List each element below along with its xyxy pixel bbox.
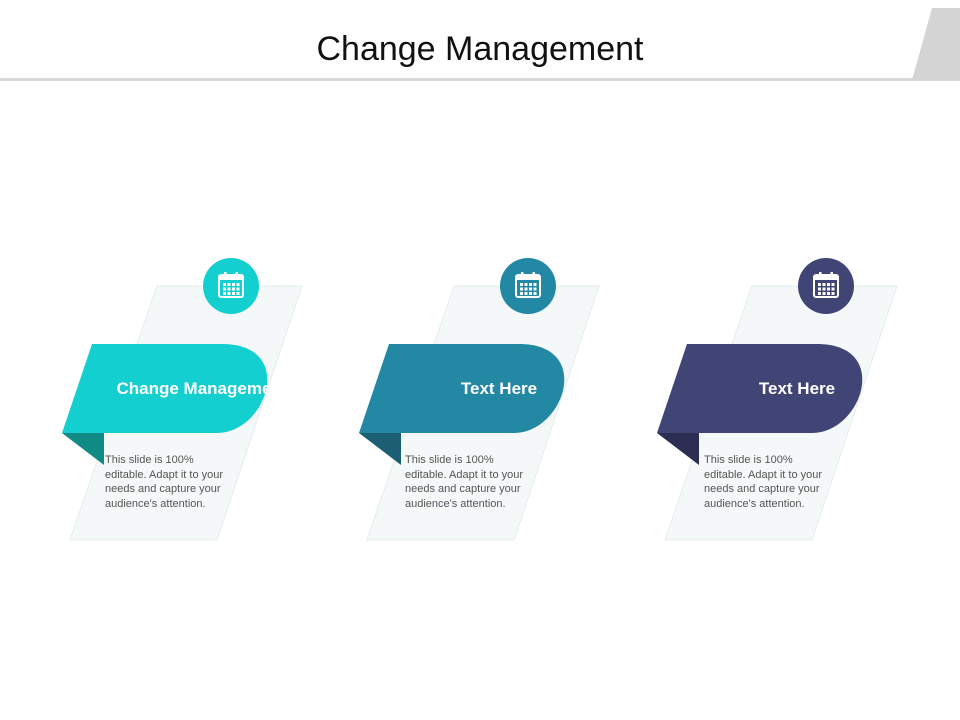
slide-title: Change Management	[316, 30, 644, 68]
card-fold	[62, 433, 104, 465]
header-rule	[0, 78, 960, 81]
card-banner	[62, 344, 268, 433]
card-fold	[657, 433, 699, 465]
card-description: This slide is 100% editable. Adapt it to…	[405, 454, 524, 510]
card-banner	[657, 344, 863, 433]
card-shape	[62, 285, 303, 541]
card-icon-circle	[500, 258, 556, 314]
card-banner	[359, 344, 565, 433]
card-text-here-1: Text Here This slide is 100% editable. A…	[359, 250, 659, 550]
card-label: Change Management	[116, 378, 288, 398]
calendar-icon	[218, 272, 244, 298]
card-shape	[657, 285, 898, 541]
card-icon-circle	[203, 258, 259, 314]
card-description: This slide is 100% editable. Adapt it to…	[704, 454, 823, 510]
calendar-icon	[813, 272, 839, 298]
card-icon-circle	[798, 258, 854, 314]
card-label: Text Here	[460, 378, 538, 398]
card-fold	[359, 433, 401, 465]
card-description: This slide is 100% editable. Adapt it to…	[105, 454, 224, 510]
card-text-here-2: Text Here This slide is 100% editable. A…	[657, 250, 957, 550]
calendar-icon	[515, 272, 541, 298]
card-label: Text Here	[758, 378, 836, 398]
card-change-management: Change Management This slide is 100% edi…	[62, 250, 362, 550]
